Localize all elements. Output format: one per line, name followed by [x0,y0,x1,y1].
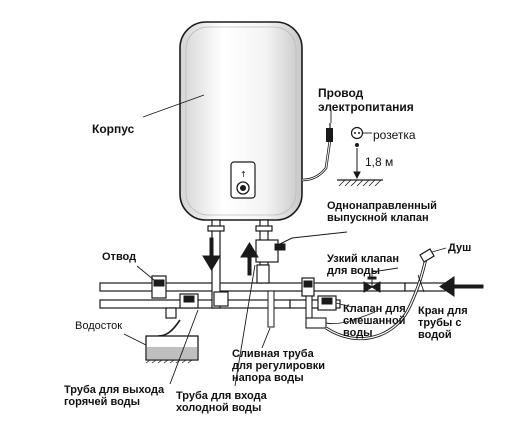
label-outlet: Отвод [102,251,137,263]
label-power-cable: Провод электропитания [318,86,414,114]
outlet-fitting [136,265,167,299]
shower-hose [325,257,428,341]
narrow-valve [363,272,381,293]
thermostat-panel: ↑ [230,161,256,199]
label-height: 1,8 м [365,155,394,169]
water-heater-tank [179,21,303,221]
socket-icon [350,126,372,147]
label-check-valve: Однонаправленный выпускной клапан [327,200,437,224]
shower-head-icon [419,247,447,263]
label-socket: розетка [373,128,416,142]
drain-tray [123,333,199,364]
flow-arrow-inlet [439,276,484,297]
label-narrow-valve: Узкий клапан для воды [327,253,399,277]
label-pipe-tap: Кран для трубы с водой [418,305,468,341]
label-cold-pipe: Труба для входа холодной воды [176,390,267,414]
label-housing: Корпус [92,122,135,136]
power-cable [301,110,333,182]
check-valve [255,231,348,284]
label-drain-pipe: Сливная труба для регулировки напора вод… [232,348,326,384]
label-mixer-valve: Клапан для смешанной воды [343,303,406,339]
height-dimension [337,148,383,187]
tank-connection-pipes [207,219,273,309]
flow-arrow-hot-down [202,237,221,271]
label-drain: Водосток [75,320,123,332]
thermostat-mark: ↑ [240,170,247,179]
mixer-valve [301,277,376,329]
leader-lines [169,264,425,387]
label-hot-pipe: Труба для выхода горячей воды [64,384,165,408]
label-shower: Душ [448,242,472,254]
drain-pipe [267,290,275,328]
flow-arrow-cold-up [240,242,259,276]
